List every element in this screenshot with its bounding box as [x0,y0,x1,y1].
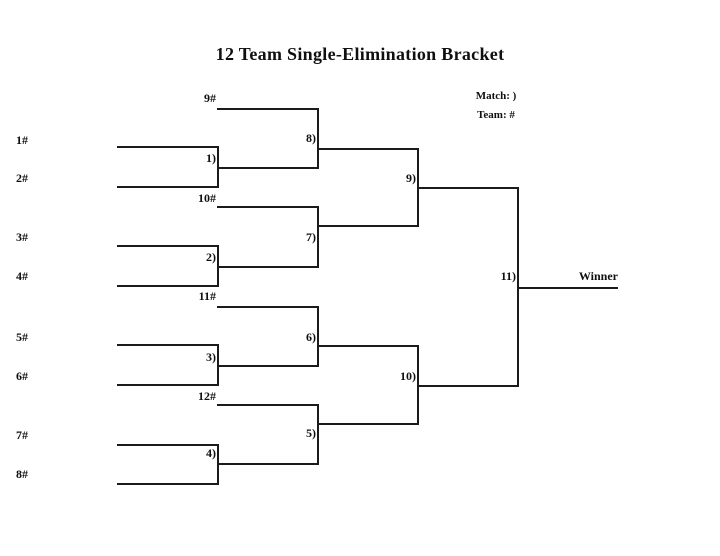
m8-winner-line [317,148,419,150]
match-label-8: 8) [306,131,316,145]
seed9-line [217,108,319,110]
m3-winner-line [217,365,319,367]
seed-label-9: 9# [204,91,216,105]
legend: Match: ) Team: # [452,91,540,129]
team-label-8: 8# [16,467,28,481]
match-label-2: 2) [206,250,216,264]
team-label-7: 7# [16,428,28,442]
m5-winner-line [317,423,419,425]
seed11-line [217,306,319,308]
m1-team1-line [117,146,219,148]
match-label-4: 4) [206,446,216,460]
m9-winner-line [417,187,519,189]
m11-winner-line [517,287,618,289]
match-label-9: 9) [406,171,416,185]
m6-winner-line [317,345,419,347]
match-label-7: 7) [306,230,316,244]
team-label-3: 3# [16,230,28,244]
m5-vertical-line [317,404,319,465]
m1-team2-line [117,186,219,188]
match-label-5: 5) [306,426,316,440]
m2-winner-line [217,266,319,268]
team-label-2: 2# [16,171,28,185]
m2-team4-line [117,285,219,287]
team-label-4: 4# [16,269,28,283]
seed12-line [217,404,319,406]
match-label-11: 11) [500,269,516,283]
legend-match-label: Match: ) [475,90,517,102]
m4-team7-line [117,444,219,446]
m3-team6-line [117,384,219,386]
m4-winner-line [217,463,319,465]
m10-winner-line [417,385,519,387]
m6-vertical-line [317,306,319,367]
seed-label-11: 11# [198,289,216,303]
match-label-3: 3) [206,350,216,364]
team-label-5: 5# [16,330,28,344]
m3-team5-line [117,344,219,346]
seed-label-12: 12# [198,389,216,403]
m7-winner-line [317,225,419,227]
winner-label: Winner [578,269,618,283]
m8-vertical-line [317,108,319,169]
m7-vertical-line [317,206,319,268]
match-label-10: 10) [400,369,416,383]
match-label-6: 6) [306,330,316,344]
seed10-line [217,206,319,208]
legend-team-label: Team: # [477,109,515,121]
page-title: 12 Team Single-Elimination Bracket [215,44,505,64]
match-label-1: 1) [206,151,216,165]
m2-team3-line [117,245,219,247]
team-label-6: 6# [16,369,28,383]
seed-label-10: 10# [198,191,216,205]
m4-team8-line [117,483,219,485]
team-label-1: 1# [16,133,28,147]
m1-winner-line [217,167,319,169]
